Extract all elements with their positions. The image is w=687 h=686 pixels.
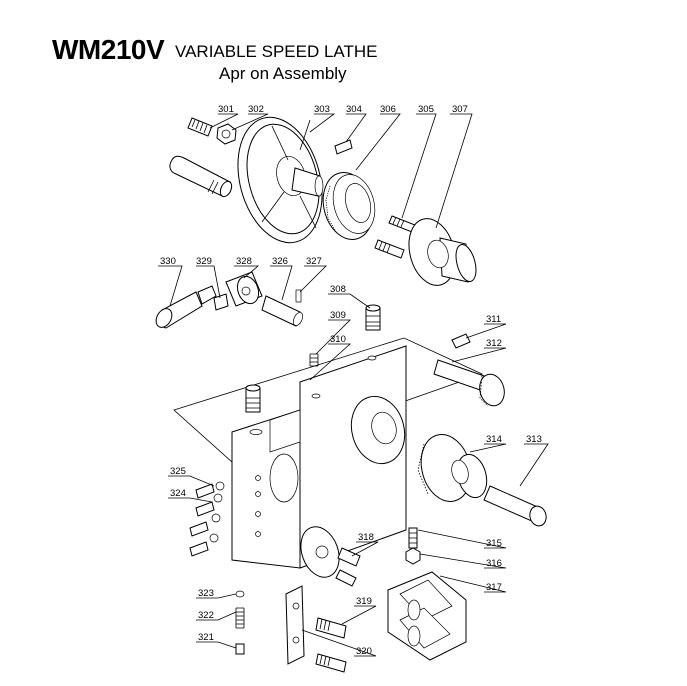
callout-316: 316: [486, 558, 502, 569]
part-301-screw: [187, 117, 213, 137]
body-cap-screw: [245, 384, 261, 413]
callout-314: 314: [486, 434, 502, 445]
part-312-pinion-shaft: [433, 359, 505, 407]
callout-315: 315: [486, 538, 502, 549]
part-318-cam: [300, 526, 361, 587]
callout-309: 309: [330, 310, 346, 321]
callout-301: 301: [218, 104, 234, 115]
part-320-gib: [285, 585, 305, 665]
callout-326: 326: [272, 256, 288, 267]
callout-302: 302: [248, 104, 264, 115]
callout-labels: 301 302 303 304 306 305 307 330 329 328 …: [160, 104, 542, 657]
part-330-lever-handle: [155, 285, 217, 329]
callout-328: 328: [236, 256, 252, 267]
assembly-subtitle: Apr on Assembly: [219, 64, 347, 83]
callout-307: 307: [452, 104, 468, 115]
part-317-half-nut: [387, 571, 467, 661]
part-309-spring: [309, 353, 319, 367]
part-302-nut: [216, 123, 237, 145]
callout-303: 303: [314, 104, 330, 115]
callout-317: 317: [486, 582, 502, 593]
callout-327: 327: [306, 256, 322, 267]
part-319-screws: [315, 617, 347, 673]
part-324-325-screws: [189, 481, 225, 557]
part-308-cap-screw: [365, 304, 381, 331]
part-321-323-plunger: [235, 590, 245, 655]
callout-318: 318: [358, 532, 374, 543]
model-title: WM210V: [52, 34, 165, 65]
part-329-pin: [213, 293, 229, 311]
part-314-gear-cluster: [417, 434, 488, 502]
callout-323: 323: [198, 588, 214, 599]
callout-306: 306: [380, 104, 396, 115]
callout-325: 325: [170, 466, 186, 477]
callout-320: 320: [356, 646, 372, 657]
callout-313: 313: [526, 434, 542, 445]
part-305-screws: [374, 215, 416, 259]
part-328-hub: [225, 271, 263, 307]
callout-321: 321: [198, 632, 214, 643]
part-326-shaft: [261, 295, 304, 327]
callout-324: 324: [170, 488, 186, 499]
part-310-apron-body: [173, 337, 484, 569]
callout-322: 322: [198, 610, 214, 621]
leader-lines: [158, 113, 549, 657]
callout-310: 310: [330, 334, 346, 345]
part-303-handwheel: [237, 116, 324, 244]
callout-312: 312: [486, 338, 502, 349]
callout-329: 329: [196, 256, 212, 267]
callout-304: 304: [346, 104, 362, 115]
callout-311: 311: [486, 314, 501, 325]
part-307-flange: [408, 218, 477, 286]
handwheel-handle: [169, 155, 233, 198]
callout-308: 308: [330, 284, 346, 295]
callout-330: 330: [160, 256, 176, 267]
part-313-shaft: [483, 485, 547, 527]
callout-305: 305: [418, 104, 434, 115]
callout-319: 319: [356, 596, 372, 607]
part-304-key: [334, 139, 353, 155]
machine-title: VARIABLE SPEED LATHE: [175, 42, 378, 61]
part-306-dial: [322, 172, 376, 240]
part-311-key: [451, 333, 471, 349]
part-327-spring-pin: [295, 289, 302, 303]
part-315-316-screw-nut: [405, 527, 421, 565]
